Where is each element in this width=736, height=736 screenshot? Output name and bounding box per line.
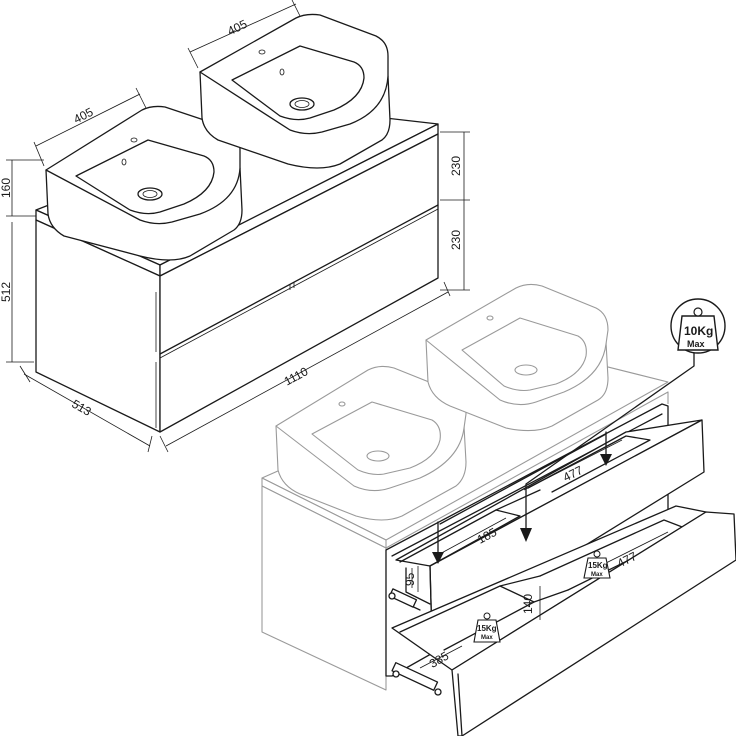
weight-callout-10kg: 10Kg Max: [670, 298, 726, 354]
weight-icon-lower: 15Kg Max: [473, 612, 501, 643]
dim-basin-height-label: 160: [0, 178, 13, 198]
bottom-cabinet-drawing: 477 185 95 477 140 385: [261, 283, 736, 736]
weight-upper-value: 15: [588, 561, 597, 570]
left-basin: [45, 105, 243, 261]
ghost-cabinet-side: [261, 485, 387, 691]
dim-basin-height: 160: [0, 159, 44, 217]
weight-upper-max: Max: [591, 572, 603, 578]
weight-lower-max: Max: [481, 635, 493, 641]
lower-drawer-front: [451, 511, 736, 736]
dim-width: 1110: [159, 281, 451, 453]
load-arrows: [432, 343, 695, 564]
dim-width-label: 1110: [282, 364, 311, 388]
dim-lower-height: 140: [521, 586, 541, 620]
dim-upper-height: 95: [403, 566, 419, 592]
dim-depth-label: 513: [69, 397, 94, 419]
dim-drawer-lower-label: 230: [449, 230, 463, 250]
drawer-divider: [159, 204, 439, 355]
lower-drawer-slide: [391, 662, 439, 691]
dim-cabinet-height: 512: [0, 222, 34, 363]
ghost-right-basin: [425, 283, 609, 432]
weight-lower-value: 15: [477, 624, 486, 633]
dim-upper-height-label: 95: [403, 572, 417, 586]
drawer-gap: [159, 208, 439, 359]
weight-lower-unit: Kg: [486, 624, 497, 633]
cabinet-front: [159, 133, 439, 433]
dim-drawer-heights: 230 230: [440, 131, 470, 291]
weight-callout-max: Max: [687, 339, 705, 349]
weight-callout-unit: Kg: [697, 324, 713, 338]
weight-icon-upper: 15Kg Max: [583, 550, 611, 579]
top-cabinet-drawing: 405 405 160 512 513: [0, 0, 470, 453]
right-basin: [199, 13, 391, 169]
svg-text:10Kg: 10Kg: [684, 324, 713, 338]
weight-upper-unit: Kg: [597, 561, 608, 570]
svg-text:15Kg: 15Kg: [588, 561, 608, 570]
dim-right-basin-width-label: 405: [225, 17, 249, 39]
weight-callout-value: 10: [684, 324, 698, 338]
dim-lower-height-label: 140: [521, 594, 535, 614]
ghost-left-basin: [275, 365, 467, 521]
dim-left-basin-width-label: 405: [71, 105, 95, 127]
dim-drawer-upper-label: 230: [449, 156, 463, 176]
dim-cabinet-height-label: 512: [0, 282, 13, 302]
svg-text:15Kg: 15Kg: [477, 624, 497, 633]
